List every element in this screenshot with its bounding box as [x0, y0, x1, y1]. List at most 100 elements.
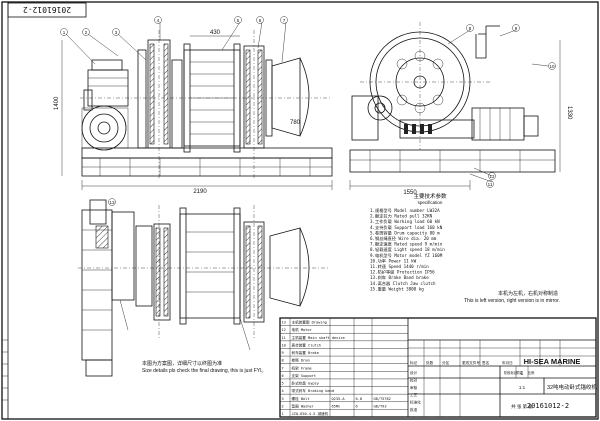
svg-text:4: 4 [157, 18, 160, 23]
spec-table: 主要技术参数 specification 1.规格型号 Model number… [370, 192, 447, 292]
spec-row: 6.钢丝绳直径 Wire dia. 20 mm [370, 235, 437, 242]
spec-row: 10.功率 Power 11 kW [370, 257, 417, 264]
svg-text:支架 Support: 支架 Support [292, 373, 317, 378]
svg-text:2: 2 [85, 30, 88, 35]
note-right-en: This is left version, right version is i… [464, 298, 560, 304]
svg-text:5: 5 [237, 18, 240, 23]
svg-text:刹车装置 Brake: 刹车装置 Brake [292, 350, 319, 355]
drawing-title: 32吨电动卧式锚绞机 [547, 383, 598, 391]
svg-text:3: 3 [282, 397, 284, 401]
part-balloon: 1 [60, 28, 68, 36]
part-balloon: 13 [108, 198, 116, 206]
svg-text:11: 11 [488, 182, 493, 187]
spec-heading: 主要技术参数 [413, 192, 447, 200]
svg-text:12: 12 [282, 328, 286, 332]
svg-text:780: 780 [290, 120, 301, 126]
svg-text:重量: 重量 [516, 370, 523, 375]
svg-text:13: 13 [282, 321, 286, 325]
spec-row: 9.电机型号 Motor model YZ 160M [370, 252, 443, 259]
spec-row: 1.规格型号 Model number LW32A [370, 207, 440, 214]
title-block-labels: 标记处数分区更改文件号签名年月日设计校对审核工艺标准化批准阶段标记重量比例 [410, 360, 534, 412]
svg-text:工艺: 工艺 [410, 392, 418, 397]
spec-row: 4.支持负载 Support load 160 kN [370, 224, 443, 231]
svg-text:1330: 1330 [566, 106, 572, 120]
svg-text:比例: 比例 [528, 370, 534, 375]
spec-row: 12.防护等级 Protection IP56 [370, 269, 435, 276]
svg-text:8: 8 [469, 26, 472, 31]
svg-text:主机装置图 Drawing: 主机装置图 Drawing [292, 320, 327, 325]
bom-row: 12 电机 Motor [280, 325, 408, 332]
svg-text:GB/T93: GB/T93 [374, 404, 387, 408]
svg-text:螺栓 Bolt: 螺栓 Bolt [292, 396, 310, 401]
svg-text:3: 3 [115, 30, 118, 35]
note-left-en: Size details pls check the final drawing… [142, 368, 267, 374]
sheet-count: 共 张 第 张 [511, 403, 533, 410]
spec-row: 15.重量 Weight 3800 kg [370, 285, 424, 292]
svg-text:1: 1 [282, 412, 284, 416]
svg-text:阶段标记: 阶段标记 [504, 370, 518, 375]
svg-text:430: 430 [210, 30, 221, 36]
svg-text:4: 4 [282, 389, 284, 393]
svg-text:机架 Frame: 机架 Frame [292, 365, 312, 370]
part-balloon: 12 [488, 172, 496, 180]
svg-text:签名: 签名 [482, 360, 490, 365]
svg-text:带式刹车 Braking band: 带式刹车 Braking band [292, 388, 335, 393]
spec-row: 11.转速 Speed 1440 r/min [370, 263, 429, 270]
svg-text:批准: 批准 [410, 407, 418, 412]
spec-row: 8.轻载速度 Light speed 18 m/min [370, 246, 445, 253]
svg-text:7: 7 [282, 366, 284, 370]
part-balloon: 2 [82, 28, 90, 36]
svg-text:垫圈 Washer: 垫圈 Washer [292, 403, 315, 408]
svg-text:GB/T5782: GB/T5782 [374, 397, 391, 401]
svg-text:13: 13 [109, 200, 115, 205]
note-left-cn: 本图为方案图，详细尺寸以终图为准 [142, 360, 222, 367]
spec-row: 7.额定速度 Rated speed 9 m/min [370, 241, 443, 248]
svg-text:11: 11 [282, 336, 286, 340]
part-balloon: 3 [112, 28, 120, 36]
svg-text:12: 12 [489, 174, 495, 179]
left-margin-cells [2, 339, 8, 401]
part-balloon: 5 [234, 16, 242, 24]
svg-text:9: 9 [515, 26, 518, 31]
rotated-number-box: 20161012-2 [7, 2, 87, 18]
svg-text:电机 Motor: 电机 Motor [292, 327, 313, 332]
part-balloon: 10 [548, 62, 556, 70]
note-right-cn: 本机为左机，右机对称制造 [498, 290, 558, 297]
svg-text:处数: 处数 [426, 360, 434, 365]
svg-text:10: 10 [549, 64, 555, 69]
side-view: 1550 1330 [349, 22, 572, 196]
bom-row: 11 主机装置 Main shaft device [280, 333, 408, 340]
spec-subheading: specification [418, 200, 443, 205]
front-view: 430 2190 1400 780 [54, 21, 333, 195]
svg-text:5: 5 [282, 382, 284, 386]
drawing-number: 20161012-2 [527, 402, 569, 410]
svg-text:Q235-A: Q235-A [332, 397, 346, 401]
company-name: HI-SEA MARINE [524, 357, 581, 366]
svg-text:10: 10 [282, 343, 286, 347]
bom-row: 1 JZQ-650-4.5 减速机 [280, 409, 408, 416]
bom-row: 9 刹车装置 Brake [280, 348, 408, 355]
sheet-ratio: 1:1 [519, 385, 526, 390]
bom-row: 13 主机装置图 Drawing [280, 317, 408, 325]
bom-row: 7 机架 Frame [280, 363, 408, 370]
spec-row: 3.工作负载 Working load 60 kN [370, 218, 440, 225]
svg-text:离合装置 Clutch: 离合装置 Clutch [292, 342, 322, 347]
part-balloon: 8 [466, 24, 474, 32]
bom-row: 10 离合装置 Clutch [280, 340, 408, 347]
svg-text:设计: 设计 [410, 370, 418, 375]
svg-text:JZQ-650-4.5 减速机: JZQ-650-4.5 减速机 [292, 411, 329, 416]
svg-text:9: 9 [282, 351, 284, 355]
svg-text:6: 6 [282, 374, 284, 378]
svg-text:1550: 1550 [403, 190, 417, 196]
svg-text:主机装置 Main shaft device: 主机装置 Main shaft device [292, 335, 345, 340]
part-balloon: 4 [154, 16, 162, 24]
